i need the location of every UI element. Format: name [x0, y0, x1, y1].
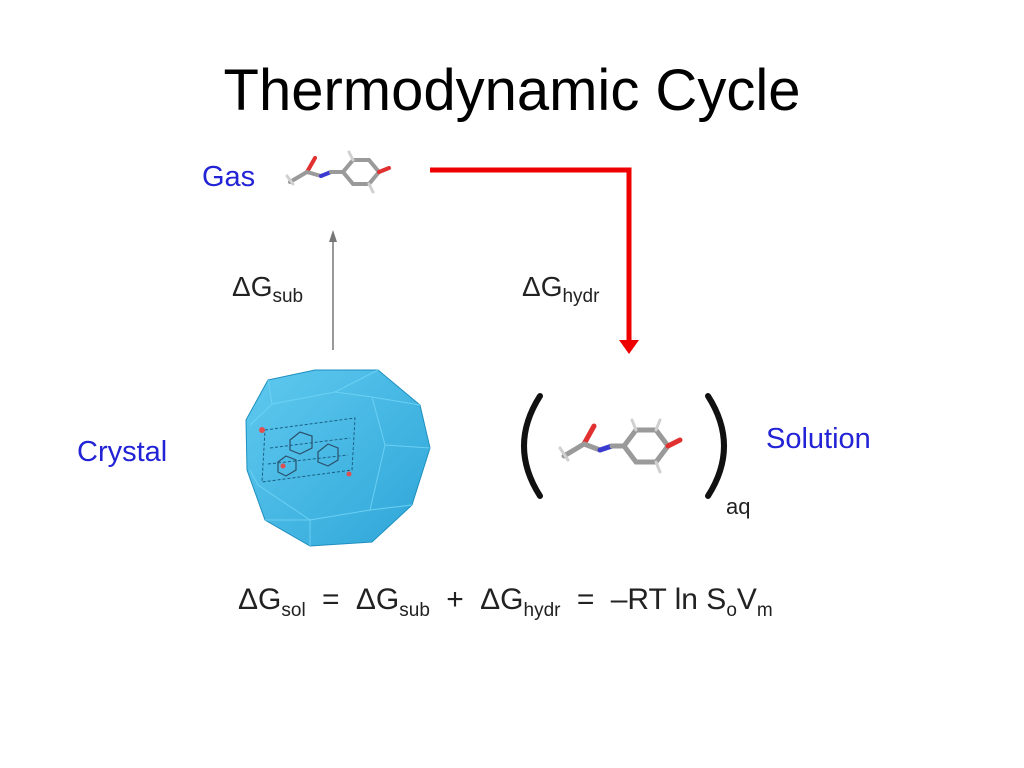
- eq-term-4: –RT ln S: [610, 583, 727, 616]
- solution-brackets: [521, 393, 727, 499]
- eq-term-5: V: [736, 583, 757, 616]
- sublimation-energy-label: ΔGsub: [232, 271, 303, 307]
- crystal-label: Crystal: [77, 436, 168, 468]
- slide-title: Thermodynamic Cycle: [223, 58, 801, 123]
- eq-sub-3: hydr: [523, 600, 561, 621]
- hydration-arrow: [430, 167, 639, 354]
- eq-term-1: ΔG: [238, 583, 282, 616]
- sublimation-subscript: sub: [272, 286, 304, 307]
- gas-label: Gas: [202, 161, 256, 193]
- eq-sub-5: m: [756, 600, 773, 621]
- aqueous-subscript: aq: [726, 494, 751, 519]
- eq-op-3: =: [576, 583, 595, 616]
- crystal-polyhedron-icon: [245, 369, 431, 547]
- gas-molecule-icon: [285, 150, 391, 194]
- sublimation-symbol: ΔG: [232, 271, 273, 302]
- solution-label: Solution: [766, 423, 871, 455]
- hydration-energy-label: ΔGhydr: [522, 271, 599, 307]
- eq-term-3: ΔG: [480, 583, 524, 616]
- eq-op-2: +: [446, 583, 464, 616]
- solvation-equation: ΔGsol = ΔGsub + ΔGhydr = –RT ln SoVm: [238, 583, 773, 621]
- hydration-symbol: ΔG: [522, 271, 563, 302]
- eq-sub-1: sol: [281, 600, 306, 621]
- eq-sub-2: sub: [399, 600, 430, 621]
- eq-term-2: ΔG: [355, 583, 400, 616]
- hydration-subscript: hydr: [562, 286, 600, 307]
- solution-molecule-icon: [558, 418, 683, 474]
- eq-op-1: =: [322, 583, 340, 616]
- sublimation-arrow: [329, 230, 337, 350]
- eq-sub-4: o: [726, 600, 737, 621]
